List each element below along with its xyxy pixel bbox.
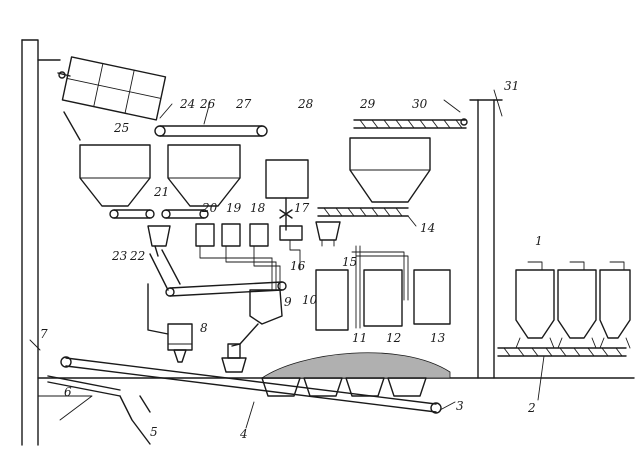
label-20: 20 — [201, 201, 218, 215]
label-23: 23 — [111, 249, 128, 263]
label-17: 17 — [294, 201, 310, 215]
silos-1 — [515, 261, 631, 349]
label-14: 14 — [420, 221, 435, 235]
label-12: 12 — [386, 331, 401, 345]
label-3: 3 — [456, 399, 464, 413]
label-1: 1 — [535, 234, 543, 248]
screw-conveyor-2 — [497, 347, 627, 357]
belt-conveyor-4 — [60, 356, 442, 414]
screw-conveyor-30 — [353, 119, 467, 129]
conveyor-26 — [154, 125, 268, 137]
dispensers-18-20 — [195, 223, 281, 291]
tank-10 — [315, 269, 349, 331]
label-5: 5 — [150, 425, 158, 439]
pipes-11 — [351, 245, 409, 329]
discharge-nozzle — [221, 343, 247, 373]
receiving-hoppers-3 — [261, 377, 427, 397]
label-15: 15 — [342, 255, 357, 269]
screen-pivot-icon — [58, 71, 66, 79]
leader-lines — [29, 89, 545, 429]
label-29: 29 — [359, 97, 376, 111]
label-13: 13 — [430, 331, 446, 345]
feeder-6 — [47, 375, 121, 397]
inclined-chute — [149, 249, 181, 291]
label-30: 30 — [412, 97, 428, 111]
label-9: 9 — [284, 295, 292, 309]
feeder-21 — [161, 209, 209, 219]
tank-12 — [363, 269, 403, 327]
bin-29 — [349, 137, 431, 203]
tank-13 — [413, 269, 451, 325]
bin-27 — [167, 144, 241, 207]
screw-conveyor-14 — [317, 207, 409, 217]
label-16: 16 — [290, 259, 306, 273]
valve-17 — [279, 197, 303, 241]
hopper-8 — [147, 283, 193, 363]
hopper-15 — [315, 221, 341, 247]
label-26: 26 — [199, 97, 216, 111]
label-11: 11 — [352, 331, 367, 345]
mixer-9 — [231, 289, 283, 347]
label-27: 27 — [235, 97, 252, 111]
feeder-23 — [109, 209, 155, 219]
bin-25 — [79, 144, 151, 207]
screw-drive-icon — [460, 118, 468, 126]
label-2: 2 — [527, 401, 536, 415]
conveyor-to-mixer — [165, 281, 287, 297]
label-31: 31 — [504, 79, 519, 93]
label-6: 6 — [64, 385, 72, 399]
pipe-16 — [289, 239, 301, 271]
tank-28 — [265, 159, 309, 199]
aggregate-pile — [260, 352, 451, 379]
label-21: 21 — [153, 185, 169, 199]
label-18: 18 — [250, 201, 266, 215]
label-19: 19 — [226, 201, 242, 215]
label-24: 24 — [179, 97, 195, 111]
label-10: 10 — [302, 293, 318, 307]
screen-chute — [63, 111, 81, 141]
label-4: 4 — [239, 427, 248, 441]
label-22: 22 — [129, 249, 145, 263]
dosing-funnel-22 — [147, 225, 171, 257]
right-elevator-31 — [469, 99, 503, 379]
left-elevator-column — [21, 39, 61, 446]
label-28: 28 — [297, 97, 314, 111]
label-8: 8 — [200, 321, 208, 335]
label-25: 25 — [113, 121, 129, 135]
pit-5 — [37, 395, 151, 445]
label-7: 7 — [40, 327, 48, 341]
vibrating-screen — [61, 56, 167, 121]
